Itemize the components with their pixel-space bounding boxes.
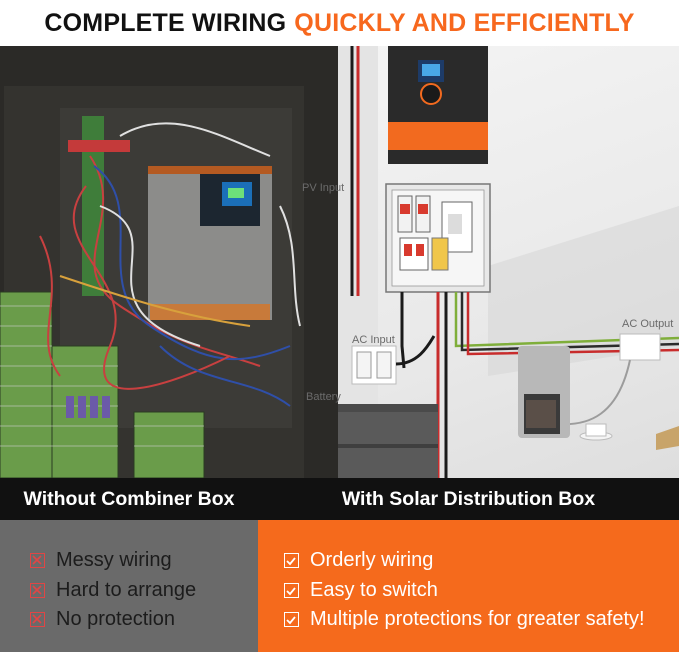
pros-panel (258, 520, 679, 652)
ac-output-label: AC Output (622, 318, 674, 330)
list-item-label: Messy wiring (56, 549, 172, 572)
list-item: No protection (30, 605, 196, 635)
headline-accent-text: QUICKLY AND EFFICIENTLY (294, 8, 635, 37)
list-item: Hard to arrange (30, 576, 196, 606)
list-item: Easy to switch (284, 576, 645, 606)
pros-list: Orderly wiring Easy to switch Multiple p… (284, 546, 645, 635)
list-item-label: No protection (56, 608, 175, 631)
headline-dark-text: COMPLETE WIRING (44, 8, 287, 37)
x-box-icon (30, 582, 45, 598)
ac-input-label: AC Input (352, 334, 395, 346)
list-item-label: Easy to switch (310, 578, 438, 601)
list-item: Orderly wiring (284, 546, 645, 576)
x-box-icon (30, 553, 45, 569)
list-item: Messy wiring (30, 546, 196, 576)
with-distribution-title-bar: With Solar Distribution Box (258, 478, 679, 520)
without-combiner-title: Without Combiner Box (23, 487, 235, 510)
list-item-label: Hard to arrange (56, 578, 197, 601)
x-box-icon (30, 612, 45, 628)
cons-panel (0, 520, 258, 652)
distribution-box-photo (338, 46, 679, 478)
check-box-icon (284, 553, 299, 569)
list-item-label: Orderly wiring (310, 549, 434, 572)
with-distribution-title: With Solar Distribution Box (341, 487, 596, 510)
without-combiner-title-bar: Without Combiner Box (0, 478, 258, 520)
list-item-label: Multiple protections for greater safety! (310, 608, 645, 631)
check-box-icon (284, 612, 299, 628)
headline: COMPLETE WIRING QUICKLY AND EFFICIENTLY (0, 0, 679, 46)
messy-wiring-photo (0, 46, 338, 478)
pv-input-label: PV Input (302, 182, 345, 194)
check-box-icon (284, 582, 299, 598)
list-item: Multiple protections for greater safety! (284, 605, 645, 635)
cons-list: Messy wiring Hard to arrange No protecti… (30, 546, 196, 635)
battery-label: Battery (306, 391, 341, 403)
